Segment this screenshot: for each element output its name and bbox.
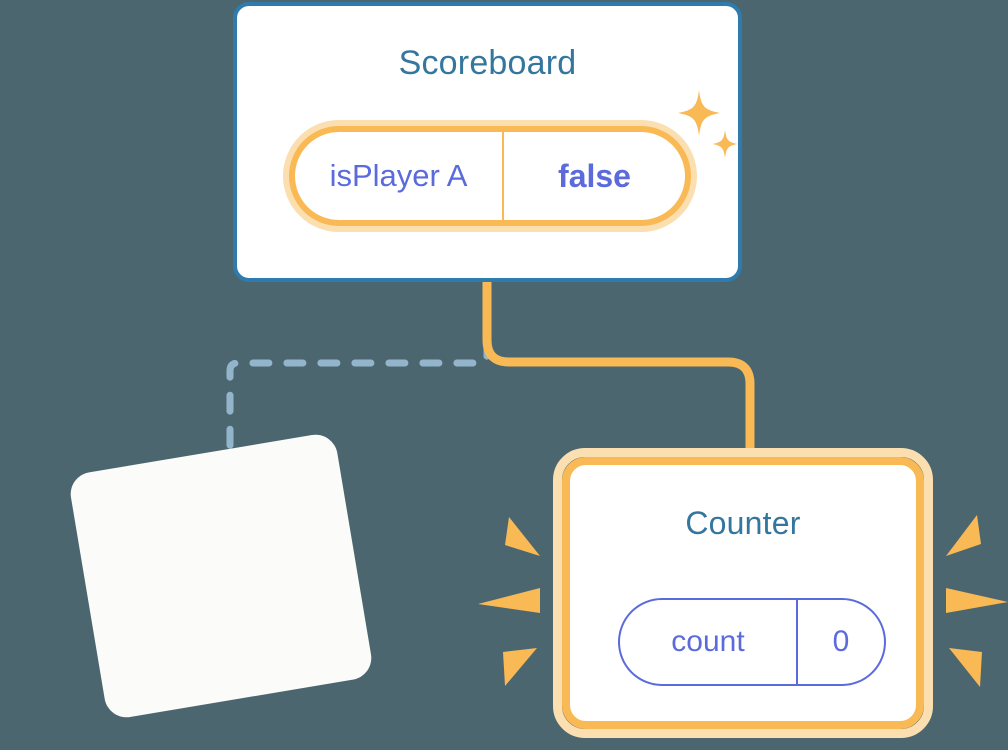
sparkle-group bbox=[678, 90, 738, 158]
counter-prop-key: count bbox=[671, 625, 745, 658]
pill-divider bbox=[502, 132, 504, 220]
counter-prop-pill[interactable]: count 0 bbox=[618, 598, 886, 686]
scoreboard-card[interactable]: Scoreboard isPlayer A false bbox=[233, 2, 742, 282]
scoreboard-title: Scoreboard bbox=[398, 44, 577, 82]
connector-solid-to-counter bbox=[482, 282, 755, 470]
burst-rays-counter-right bbox=[946, 515, 1008, 687]
counter-card[interactable]: Counter count 0 bbox=[562, 457, 924, 729]
sparkle-large-icon bbox=[678, 90, 720, 136]
counter-prop-value: 0 bbox=[832, 625, 850, 658]
ghost-card[interactable] bbox=[67, 431, 375, 721]
pill-highlight-border: isPlayer A false bbox=[289, 126, 691, 226]
counter-title: Counter bbox=[685, 505, 801, 541]
scoreboard-prop-pill[interactable]: isPlayer A false bbox=[283, 120, 697, 232]
pill-divider bbox=[796, 600, 798, 684]
scoreboard-prop-key: isPlayer A bbox=[329, 158, 468, 193]
scoreboard-prop-value: false bbox=[558, 157, 631, 194]
pill-highlight-glow bbox=[283, 120, 697, 232]
burst-rays-counter-left bbox=[478, 517, 540, 686]
sparkle-small-icon bbox=[712, 130, 738, 158]
